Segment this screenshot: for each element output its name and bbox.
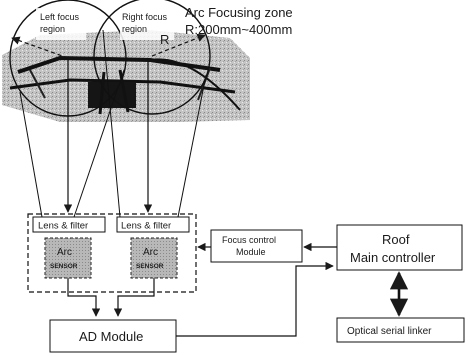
optical-linker-label: Optical serial linker	[347, 326, 432, 337]
ad-module-label: AD Module	[79, 329, 143, 344]
right-region-label-line2: region	[122, 24, 147, 34]
left-region-label-line2: region	[40, 24, 65, 34]
right-focus-circle	[93, 0, 211, 115]
left-arc-label: Arc	[57, 247, 72, 258]
light-rays	[19, 29, 207, 218]
right-lens-box	[116, 216, 190, 233]
right-arc-label: Arc	[143, 247, 158, 258]
roof-main-controller-box	[336, 224, 463, 271]
right-lens-label: Lens & filter	[121, 221, 171, 232]
left-arc-sensor	[44, 237, 92, 279]
roof-main-label-line2: Main controller	[350, 250, 436, 265]
left-radius-line	[11, 36, 69, 59]
roof-main-label-line1: Roof	[382, 232, 410, 247]
ad-module-box	[49, 319, 177, 353]
focus-control-box	[210, 229, 303, 263]
right-radius-line	[151, 33, 206, 57]
sensor-housing	[27, 213, 197, 293]
left-lens-label: Lens & filter	[38, 221, 88, 232]
zone-title: Arc Focusing zone	[185, 5, 293, 20]
left-lens-box	[32, 216, 106, 233]
focus-control-label-line1: Focus control	[222, 235, 276, 245]
optical-linker-box	[336, 317, 465, 343]
connector-arrows	[67, 242, 337, 337]
focus-control-label-line2: Module	[236, 247, 266, 257]
radius-label: R	[160, 32, 169, 47]
right-region-label-line1: Right focus	[122, 12, 168, 22]
left-sensor-label: SENSOR	[50, 263, 78, 270]
zone-range: R:200mm~400mm	[185, 22, 292, 37]
left-region-label-line1: Left focus	[40, 12, 80, 22]
right-arc-sensor	[130, 237, 178, 279]
right-sensor-label: SENSOR	[136, 263, 164, 270]
